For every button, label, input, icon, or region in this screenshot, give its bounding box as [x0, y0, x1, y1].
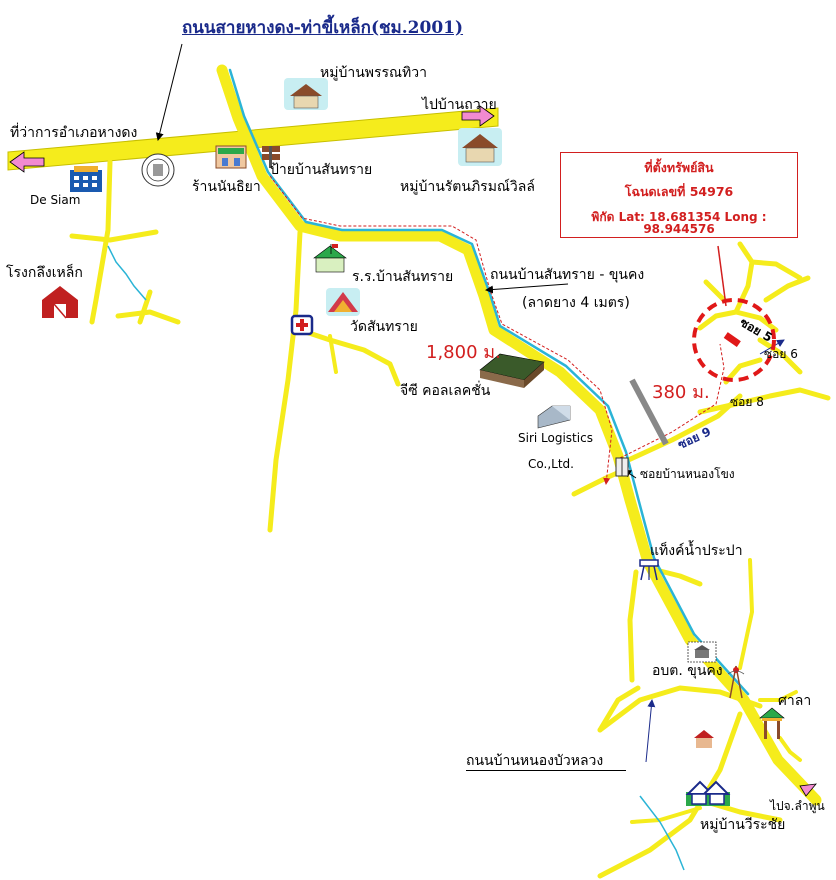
label-district-office: ที่ว่าการอำเภอหางดง	[10, 125, 138, 141]
gate-icon	[615, 457, 629, 477]
label-to-lamphun: ไปจ.ลำพูน	[770, 799, 825, 813]
label-soi-8: ซอย 8	[730, 395, 764, 409]
label-village-ratanaphirom: หมู่บ้านรัตนภิรมณ์วิลล์	[400, 179, 535, 195]
route-to-property	[269, 175, 725, 485]
label-soi-6: ซอย 6	[764, 347, 798, 361]
sign-icon	[262, 146, 280, 168]
label-gc-collection: จีซี คอลเลคชั่น	[400, 383, 491, 399]
minor-roads	[69, 159, 831, 879]
creeks	[107, 245, 685, 871]
label-sign-san-sai: ป้ายบ้านสันทราย	[270, 162, 373, 178]
property-marker-icon	[723, 332, 741, 348]
shrine-icon	[759, 707, 785, 739]
obt-leader	[645, 699, 656, 763]
label-siri-logistics-co: Co.,Ltd.	[528, 457, 574, 471]
shop-icon	[215, 145, 247, 169]
temple-icon	[326, 288, 360, 316]
property-heading: ที่ตั้งทรัพย์สิน	[644, 160, 714, 175]
label-village-wirachai: หมู่บ้านวีระชัย	[700, 817, 786, 833]
property-coordinates: พิกัด Lat: 18.681354 Long : 98.944576	[591, 210, 767, 236]
government-icon	[687, 641, 717, 663]
map-title: ถนนสายหางดง-ท่าขี้เหล็ก(ชม.2001)	[182, 18, 464, 38]
property-circle	[692, 298, 776, 382]
label-temple: วัดสันทราย	[350, 319, 418, 335]
school-icon	[313, 244, 347, 273]
hospital-icon	[290, 314, 314, 336]
label-de-siam: De Siam	[30, 193, 81, 207]
pink-arrow-right-icon	[461, 105, 495, 127]
label-school: ร.ร.บ้านสันทราย	[352, 269, 454, 285]
property-info-box: ที่ตั้งทรัพย์สิน โฉนดเลขที่ 54976 พิกัด …	[560, 152, 798, 238]
label-distance-380: 380 ม.	[652, 382, 710, 403]
label-road-width: (ลาดยาง 4 เมตร)	[522, 295, 630, 311]
water-tower-icon	[639, 559, 659, 581]
power-line	[629, 378, 669, 446]
label-water-tank: แท็งค์น้ำประปา	[650, 543, 743, 559]
label-obt-khun-khong: อบต. ขุนคง	[652, 663, 723, 679]
seal-icon	[141, 153, 175, 187]
label-road-nong-bua-luang: ถนนบ้านหนองบัวหลวง	[466, 753, 604, 769]
label-shop-nanthiya: ร้านนันธิยา	[192, 179, 261, 195]
label-sala: ศาลา	[778, 693, 812, 709]
label-distance-1800: 1,800 ม.	[426, 342, 501, 363]
factory-icon	[479, 353, 545, 388]
pink-arrow-down-icon	[799, 783, 817, 797]
label-siri-logistics: Siri Logistics	[518, 431, 593, 445]
house-icon	[284, 78, 328, 110]
house-icon	[694, 730, 714, 748]
title-deed-number: โฉนดเลขที่ 54976	[624, 183, 734, 199]
label-road-san-sai: ถนนบ้านสันทราย - ขุนคง	[490, 267, 645, 283]
hotel-icon	[70, 166, 102, 192]
pink-arrow-left-icon	[9, 151, 45, 173]
label-iron-foundry: โรงกลึงเหล็ก	[6, 265, 83, 281]
road-label-underline	[466, 770, 626, 771]
warehouse-icon	[537, 405, 571, 429]
label-village-phanthiwa: หมู่บ้านพรรณทิวา	[320, 65, 427, 81]
radio-tower-icon	[727, 665, 745, 699]
village-icon	[685, 780, 731, 806]
label-soi-nong-khong: ซอยบ้านหนองโขง	[640, 467, 735, 481]
barn-icon	[42, 286, 78, 319]
house-icon	[458, 128, 502, 166]
label-to-ban-tawai: ไปบ้านถวาย	[422, 97, 497, 113]
